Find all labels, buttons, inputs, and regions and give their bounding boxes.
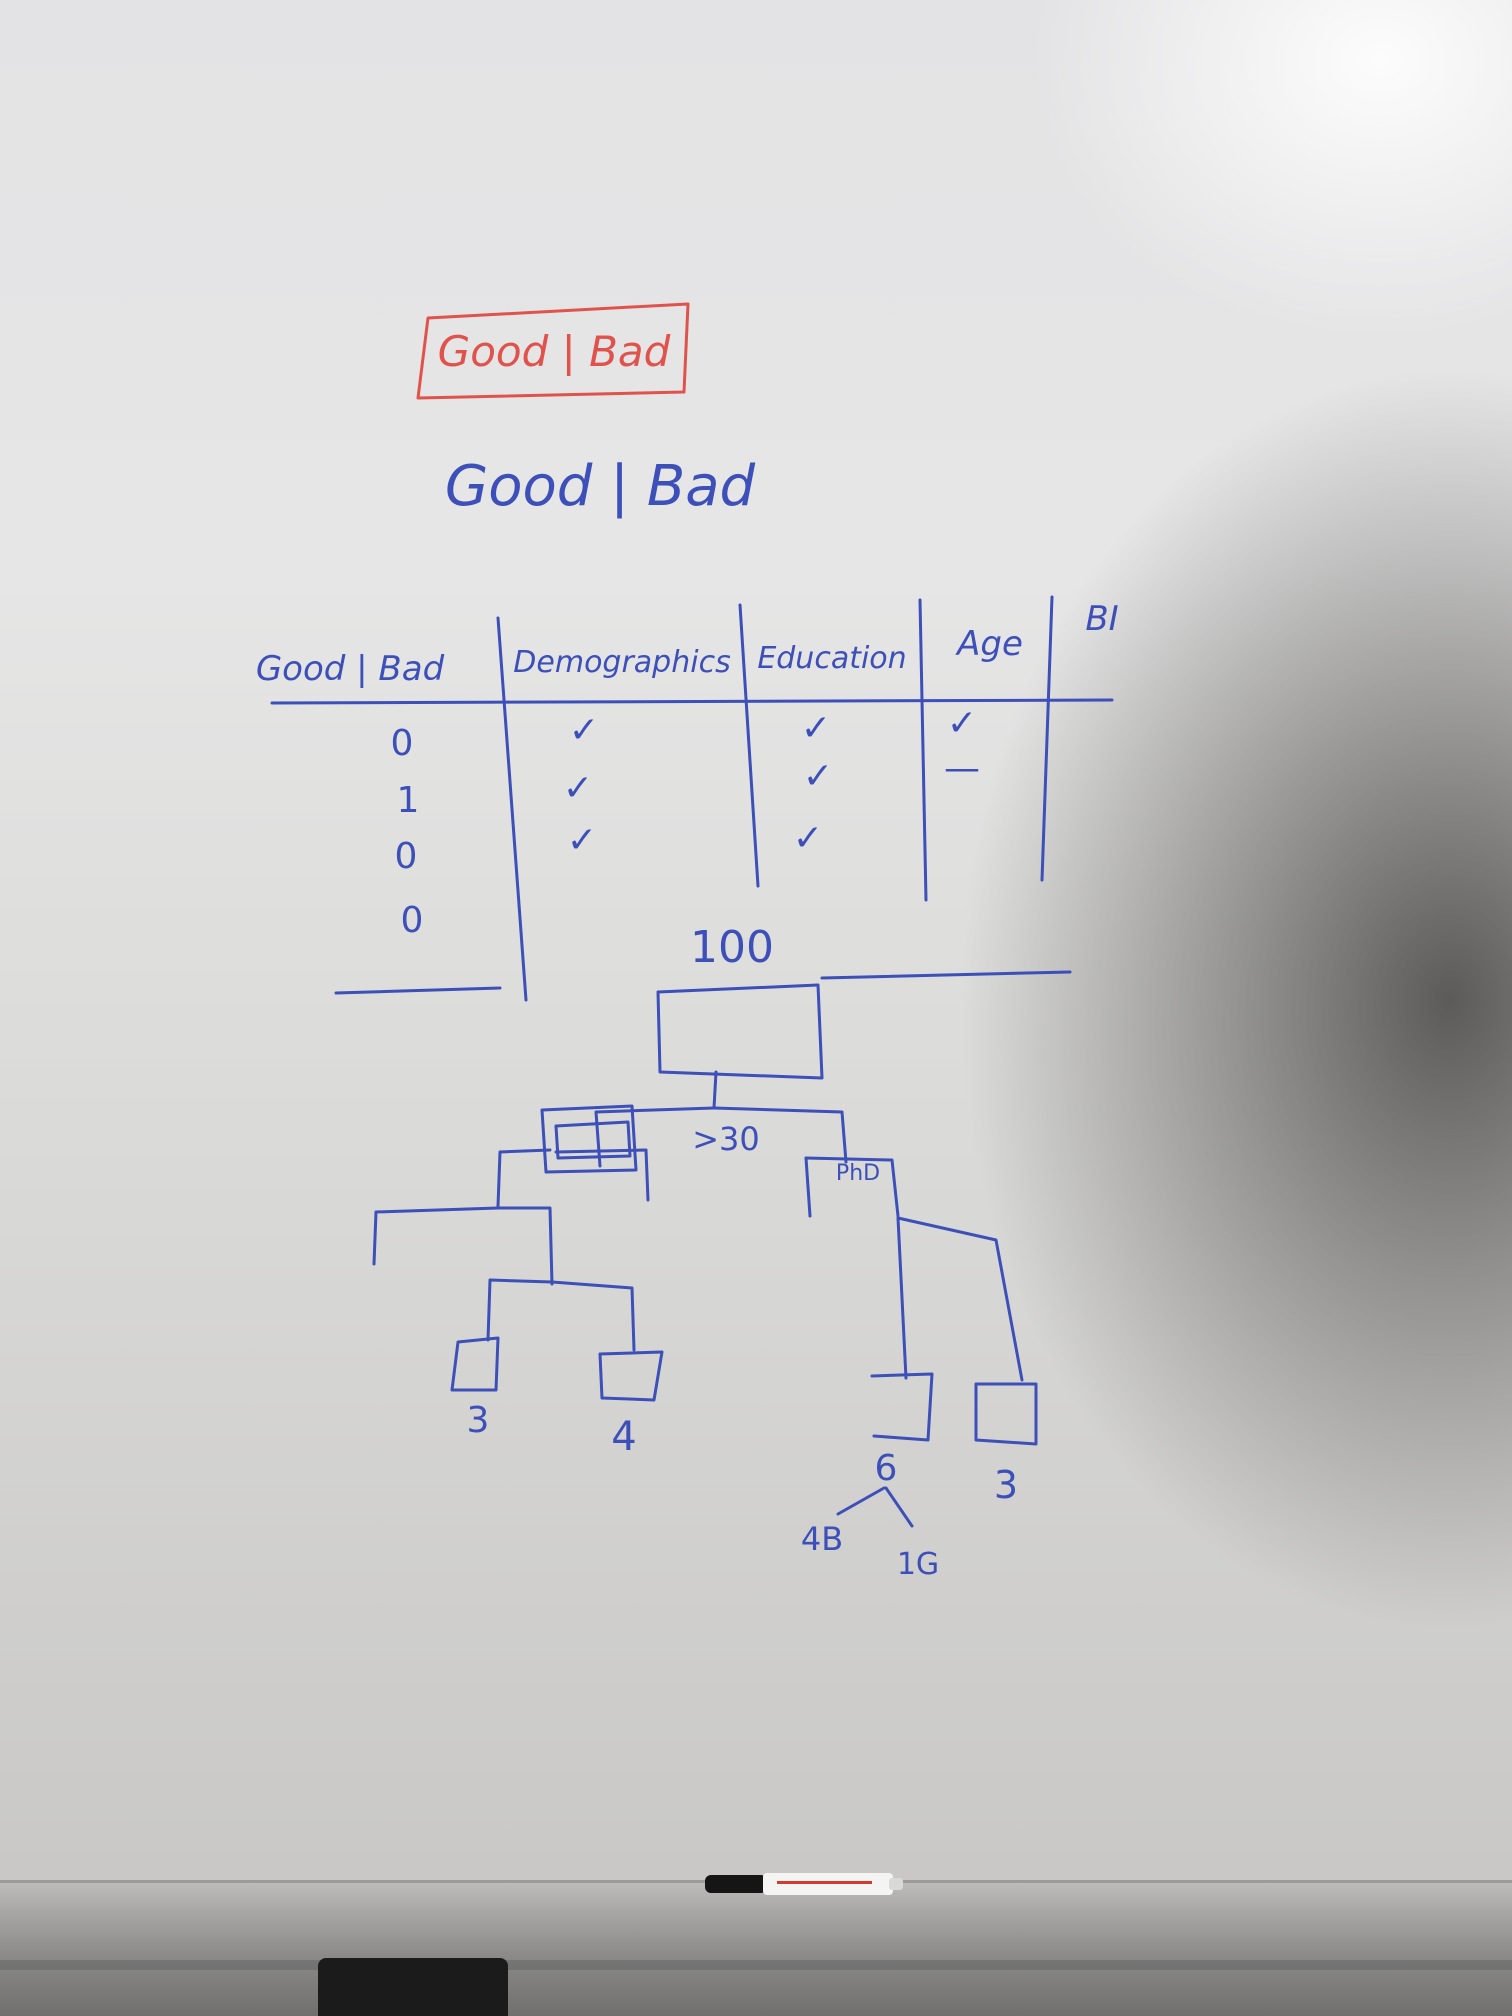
table-col-divider-1 bbox=[496, 616, 528, 1002]
cell-r2-c1: ✓ bbox=[567, 820, 597, 861]
table-col-divider-4 bbox=[1040, 595, 1054, 882]
tree-branch-left bbox=[594, 1106, 716, 1168]
tree-split-edu: PhD bbox=[836, 1161, 880, 1186]
tree-root-box bbox=[656, 983, 824, 1080]
marker-end bbox=[889, 1878, 903, 1890]
blue-title-text: Good | Bad bbox=[445, 454, 756, 519]
table-bottom-line-left bbox=[334, 986, 502, 995]
decision-tree bbox=[372, 983, 1038, 1528]
table-grid bbox=[270, 595, 1114, 1002]
header-bi: BI bbox=[1085, 599, 1118, 639]
tree-left-leaf-2-branch bbox=[550, 1280, 636, 1352]
tree-left-leaf-1-branch bbox=[486, 1278, 554, 1342]
table-header: Good | Bad Demographics Education Age BI bbox=[256, 599, 1119, 689]
whiteboard-marker[interactable] bbox=[705, 1868, 903, 1898]
tree-right-node-left bbox=[804, 1156, 812, 1218]
red-title-group: Good | Bad bbox=[416, 302, 690, 400]
tree-left-node-inner bbox=[554, 1120, 632, 1160]
tree-sub-g: 1G bbox=[897, 1547, 939, 1582]
tree-right-node-box bbox=[804, 1156, 900, 1218]
tree-left-leaf-2-box bbox=[598, 1350, 664, 1402]
whiteboard-eraser[interactable] bbox=[318, 1958, 508, 2016]
tree-left-leaf-1-box bbox=[450, 1336, 500, 1392]
whiteboard bbox=[0, 0, 1512, 1880]
table-col-divider-2 bbox=[738, 603, 760, 888]
red-title-box bbox=[416, 302, 690, 400]
cell-r1-c1: ✓ bbox=[563, 768, 593, 809]
header-age: Age bbox=[955, 624, 1023, 664]
whiteboard-ink: Good | Bad Good | Bad Good | Bad Demogra… bbox=[256, 302, 1119, 1582]
header-demographics: Demographics bbox=[513, 645, 730, 680]
marker-red-band bbox=[777, 1881, 872, 1884]
table-col-divider-3 bbox=[918, 598, 928, 902]
tree-leaf-right-2: 3 bbox=[994, 1463, 1018, 1507]
tree-leaf-left-1: 3 bbox=[467, 1400, 490, 1441]
header-good-bad: Good | Bad bbox=[256, 649, 445, 689]
cell-r1-c3: — bbox=[944, 748, 980, 789]
marker-tray-lip bbox=[0, 1960, 1512, 1970]
tree-right-mid-branch bbox=[896, 1216, 908, 1380]
marker-tray bbox=[0, 1880, 1512, 2016]
table-header-line bbox=[270, 698, 1114, 705]
tree-right-far-branch bbox=[896, 1216, 1024, 1382]
cell-r2-c0: 0 bbox=[395, 836, 418, 877]
cell-r0-c0: 0 bbox=[391, 723, 414, 764]
tree-sub-branch-left bbox=[836, 1486, 886, 1516]
header-education: Education bbox=[757, 641, 906, 676]
tree-right-leaf-2-box bbox=[974, 1382, 1038, 1446]
tree-sub-b: 4B bbox=[801, 1520, 843, 1558]
tree-root-stem bbox=[712, 1070, 718, 1110]
tree-left-mid-branch bbox=[496, 1206, 554, 1286]
tree-left-node-tail bbox=[554, 1148, 650, 1202]
tree-labels: 100 >30 PhD 3 4 6 3 4B 1G bbox=[467, 922, 1019, 1582]
tree-root-count: 100 bbox=[690, 922, 774, 973]
table-body: 0 ✓ ✓ ✓ 1 ✓ ✓ — 0 ✓ ✓ 0 bbox=[391, 703, 980, 941]
tree-split-age: >30 bbox=[692, 1120, 760, 1158]
red-title-text: Good | Bad bbox=[438, 327, 671, 376]
tree-leaf-left-2: 4 bbox=[611, 1414, 636, 1460]
cell-r0-c1: ✓ bbox=[569, 710, 599, 751]
cell-r1-c0: 1 bbox=[397, 780, 420, 821]
tree-leaf-right-1: 6 bbox=[875, 1448, 898, 1489]
marker-cap bbox=[705, 1875, 767, 1893]
tree-branch-right bbox=[712, 1106, 848, 1164]
cell-r3-c0: 0 bbox=[401, 900, 424, 941]
cell-r0-c2: ✓ bbox=[801, 708, 831, 749]
cell-r2-c2: ✓ bbox=[793, 818, 823, 859]
table-bottom-line-right bbox=[820, 970, 1072, 980]
tree-sub-branch-right bbox=[884, 1486, 914, 1528]
tree-left-stem bbox=[496, 1148, 552, 1208]
cell-r1-c2: ✓ bbox=[803, 756, 833, 797]
tree-right-leaf-1-box bbox=[870, 1372, 934, 1442]
tree-left-far-branch bbox=[372, 1206, 500, 1266]
cell-r0-c3: ✓ bbox=[947, 703, 977, 744]
